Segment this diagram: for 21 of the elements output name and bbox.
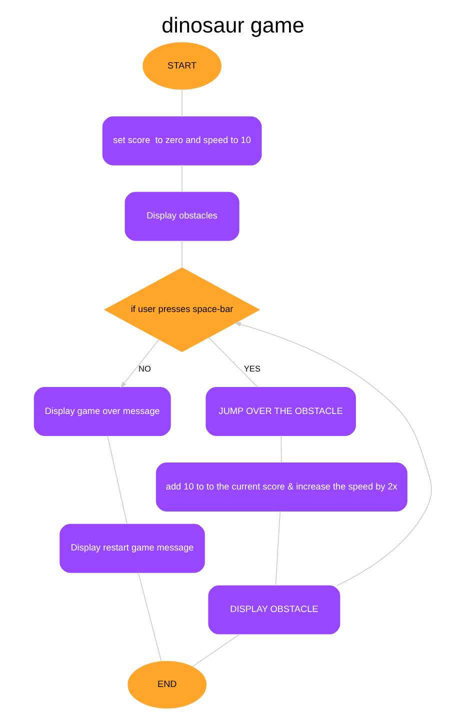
node-box: Display restart game message [60, 524, 205, 573]
connector [280, 435, 282, 464]
node-box: Display obstacles [124, 192, 240, 241]
connector [208, 337, 258, 388]
connector [275, 510, 281, 586]
node-box: Display game over message [34, 386, 171, 436]
node-box: JUMP OVER THE OBSTACLE [206, 386, 356, 436]
connector [138, 572, 162, 662]
arrow [234, 322, 432, 586]
node-box: add 10 to to the current score & increase the speed by 2x [156, 462, 408, 512]
connector [192, 634, 240, 667]
node-ellipse: END [128, 661, 207, 708]
diagram-title: dinosaur game [162, 12, 304, 38]
edge-label: YES [244, 364, 260, 374]
node-box: set score to zero and speed to 10 [102, 116, 262, 166]
node-diamond: if user presses space-bar [104, 267, 260, 352]
node-ellipse: START [142, 42, 222, 90]
node-box: DISPLAY OBSTACLE [208, 585, 340, 634]
edge-label: NO [138, 364, 151, 374]
connector [107, 435, 128, 525]
arrow [120, 339, 160, 388]
